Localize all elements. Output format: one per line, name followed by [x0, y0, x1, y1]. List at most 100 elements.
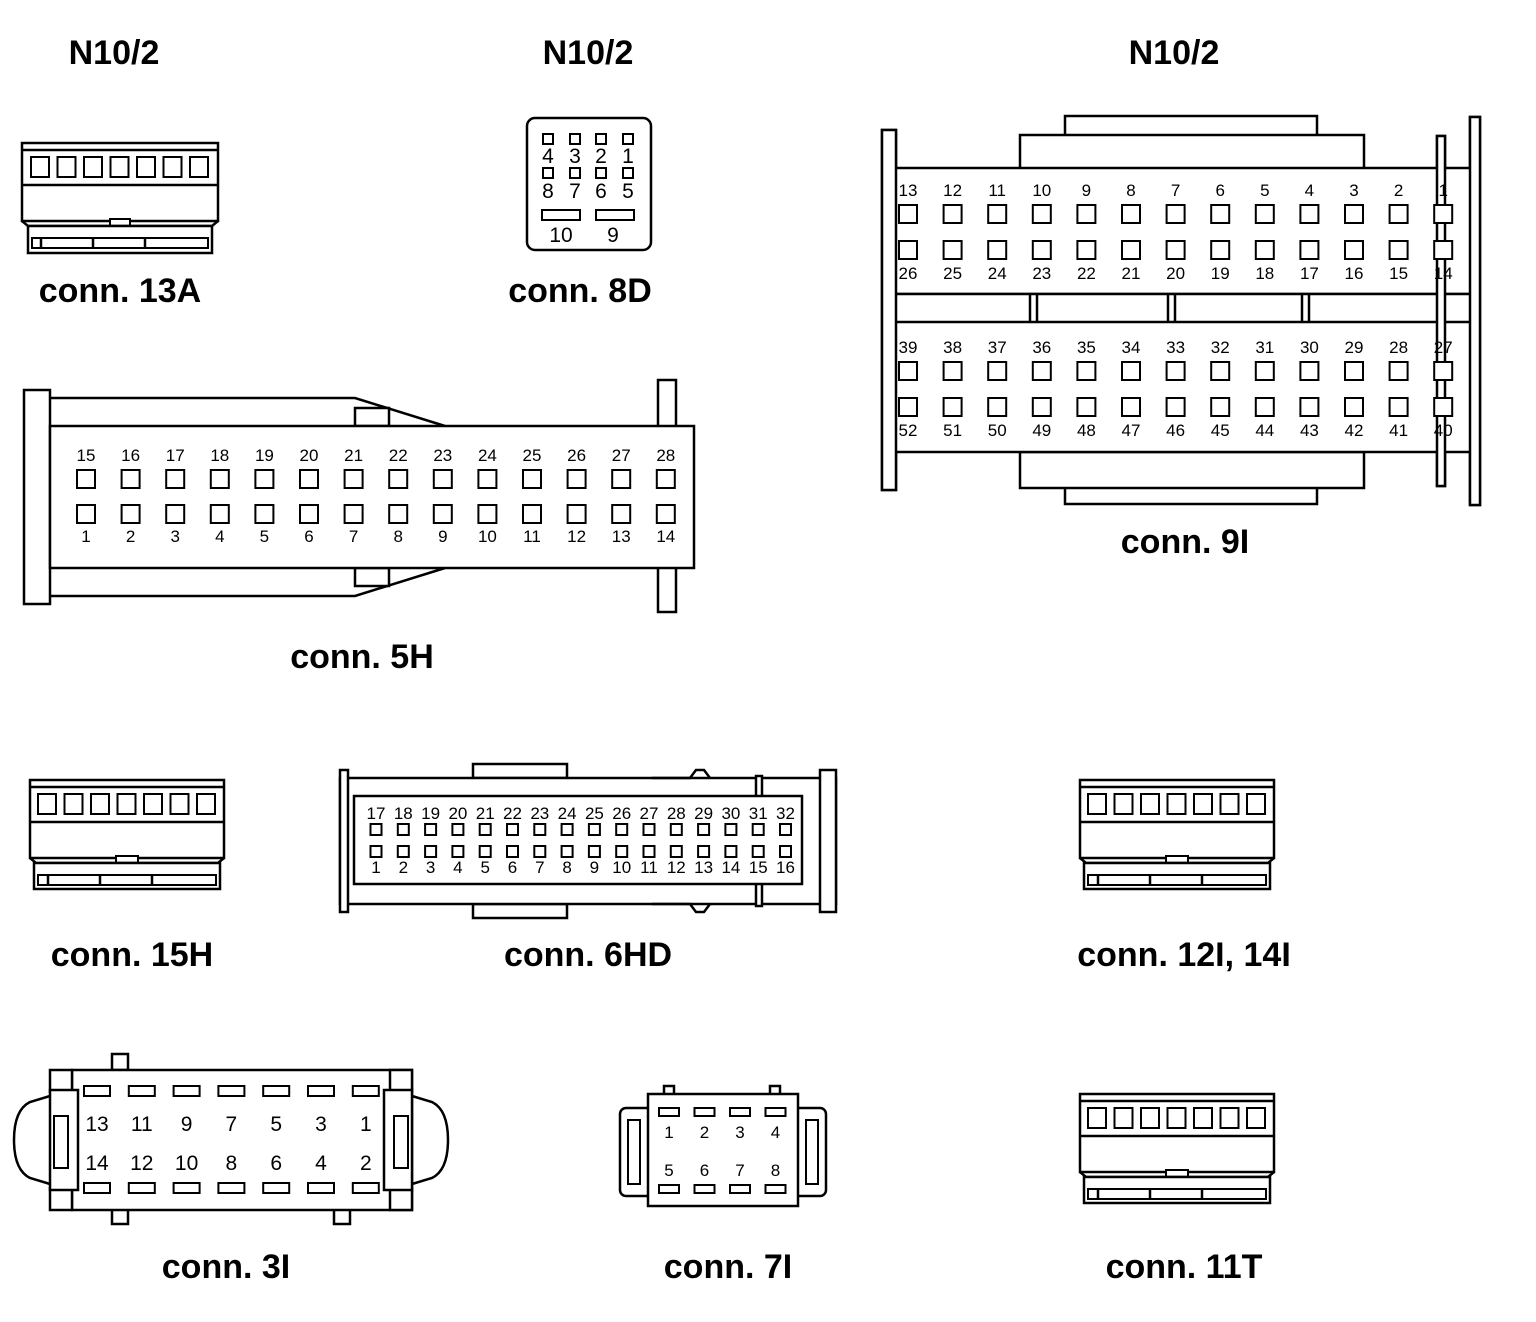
pin: [522, 469, 542, 489]
cavity: [1140, 1107, 1160, 1129]
pin-number: 6: [700, 1161, 709, 1180]
pin-number: 26: [567, 446, 586, 465]
pin: [1344, 361, 1364, 381]
pin: [1433, 397, 1454, 417]
pin-number: 6: [304, 527, 313, 546]
cavity: [143, 793, 163, 815]
pin: [1076, 204, 1097, 224]
pin-number: 12: [667, 858, 686, 877]
pin-number: 32: [1211, 338, 1230, 357]
pin: [369, 823, 383, 836]
label-15H: conn. 15H: [51, 936, 213, 974]
cavity: [189, 156, 209, 178]
pin: [1254, 240, 1275, 260]
pin: [1210, 240, 1231, 260]
pin-number: 14: [721, 858, 740, 877]
pin: [451, 845, 465, 858]
pin: [1433, 240, 1454, 260]
pin: [658, 1107, 680, 1117]
pin: [477, 469, 498, 489]
pin: [127, 1085, 156, 1097]
cavity: [1113, 1107, 1134, 1129]
pin-number: 25: [523, 446, 542, 465]
pin: [506, 845, 519, 858]
pin-number: 7: [1171, 181, 1180, 200]
pin: [209, 469, 230, 489]
pin: [697, 845, 711, 858]
pin: [424, 823, 438, 836]
pin-number: 39: [899, 338, 918, 357]
cavity: [1219, 1107, 1240, 1129]
pin-number: 18: [1255, 264, 1274, 283]
pin: [642, 823, 656, 836]
pin-number: 3: [315, 1113, 327, 1136]
pin-number: 8: [393, 527, 402, 546]
pin: [1388, 240, 1409, 260]
pin: [611, 504, 632, 524]
pin-number: 38: [943, 338, 962, 357]
pin-number: 4: [1305, 181, 1314, 200]
label-9I: conn. 9I: [1121, 523, 1249, 561]
pin-number: 24: [478, 446, 497, 465]
pin-number: 26: [612, 804, 631, 823]
pin-number: 20: [448, 804, 467, 823]
pin: [1031, 361, 1052, 381]
pin-number: 1: [81, 527, 90, 546]
pin-number: 13: [899, 181, 918, 200]
pin-number: 15: [77, 446, 96, 465]
pin-number: 44: [1255, 421, 1274, 440]
pin-number: 2: [360, 1152, 372, 1175]
pin: [1210, 361, 1231, 381]
pin: [655, 469, 676, 489]
pin: [1210, 204, 1231, 224]
pin-number: 20: [300, 446, 319, 465]
pin: [1344, 240, 1364, 260]
pin-number: 31: [749, 804, 768, 823]
pin-number: 9: [590, 858, 599, 877]
pin-number: 25: [943, 264, 962, 283]
pin-number: 14: [1434, 264, 1453, 283]
pin-number: 46: [1166, 421, 1185, 440]
pin-number: 35: [1077, 338, 1096, 357]
pin: [542, 133, 554, 145]
label-13A: conn. 13A: [39, 272, 201, 310]
pin-number: 17: [166, 446, 185, 465]
pin-number: 4: [771, 1123, 780, 1142]
label-7I: conn. 7I: [664, 1248, 792, 1286]
cavity: [1140, 793, 1160, 815]
pin: [299, 469, 319, 489]
pin-number: 27: [640, 804, 659, 823]
pin-number: 14: [656, 527, 675, 546]
pin-number: 17: [367, 804, 386, 823]
label-3I: conn. 3I: [162, 1248, 290, 1286]
cavity: [83, 156, 103, 178]
pin: [693, 1184, 716, 1194]
pin-number: 12: [130, 1152, 153, 1175]
pin: [542, 167, 554, 179]
pin-number: 45: [1211, 421, 1230, 440]
pin-number: 7: [735, 1161, 744, 1180]
pin: [1121, 204, 1141, 224]
pin: [779, 823, 792, 836]
pin: [751, 845, 765, 858]
pin-number: 1: [371, 858, 380, 877]
pin-number: 5: [622, 180, 634, 203]
pin: [729, 1184, 751, 1194]
pin-number: 10: [175, 1152, 198, 1175]
pin-number: 4: [453, 858, 462, 877]
cavity: [1113, 793, 1134, 815]
pin: [898, 361, 918, 381]
pin-number: 2: [126, 527, 135, 546]
pin: [1165, 204, 1186, 224]
pin: [764, 1184, 787, 1194]
pin-number: 19: [1211, 264, 1230, 283]
connector-9I: 1326395212253851112437501023364992235488…: [880, 114, 1482, 507]
connector-5H: 1511621731841952062172282392410251126122…: [22, 378, 696, 614]
cavity: [63, 793, 84, 815]
pin: [729, 1107, 751, 1117]
pin-number: 10: [478, 527, 497, 546]
pin-number: 10: [1032, 181, 1051, 200]
pin: [697, 823, 711, 836]
cavity: [30, 156, 50, 178]
pin: [595, 167, 607, 179]
